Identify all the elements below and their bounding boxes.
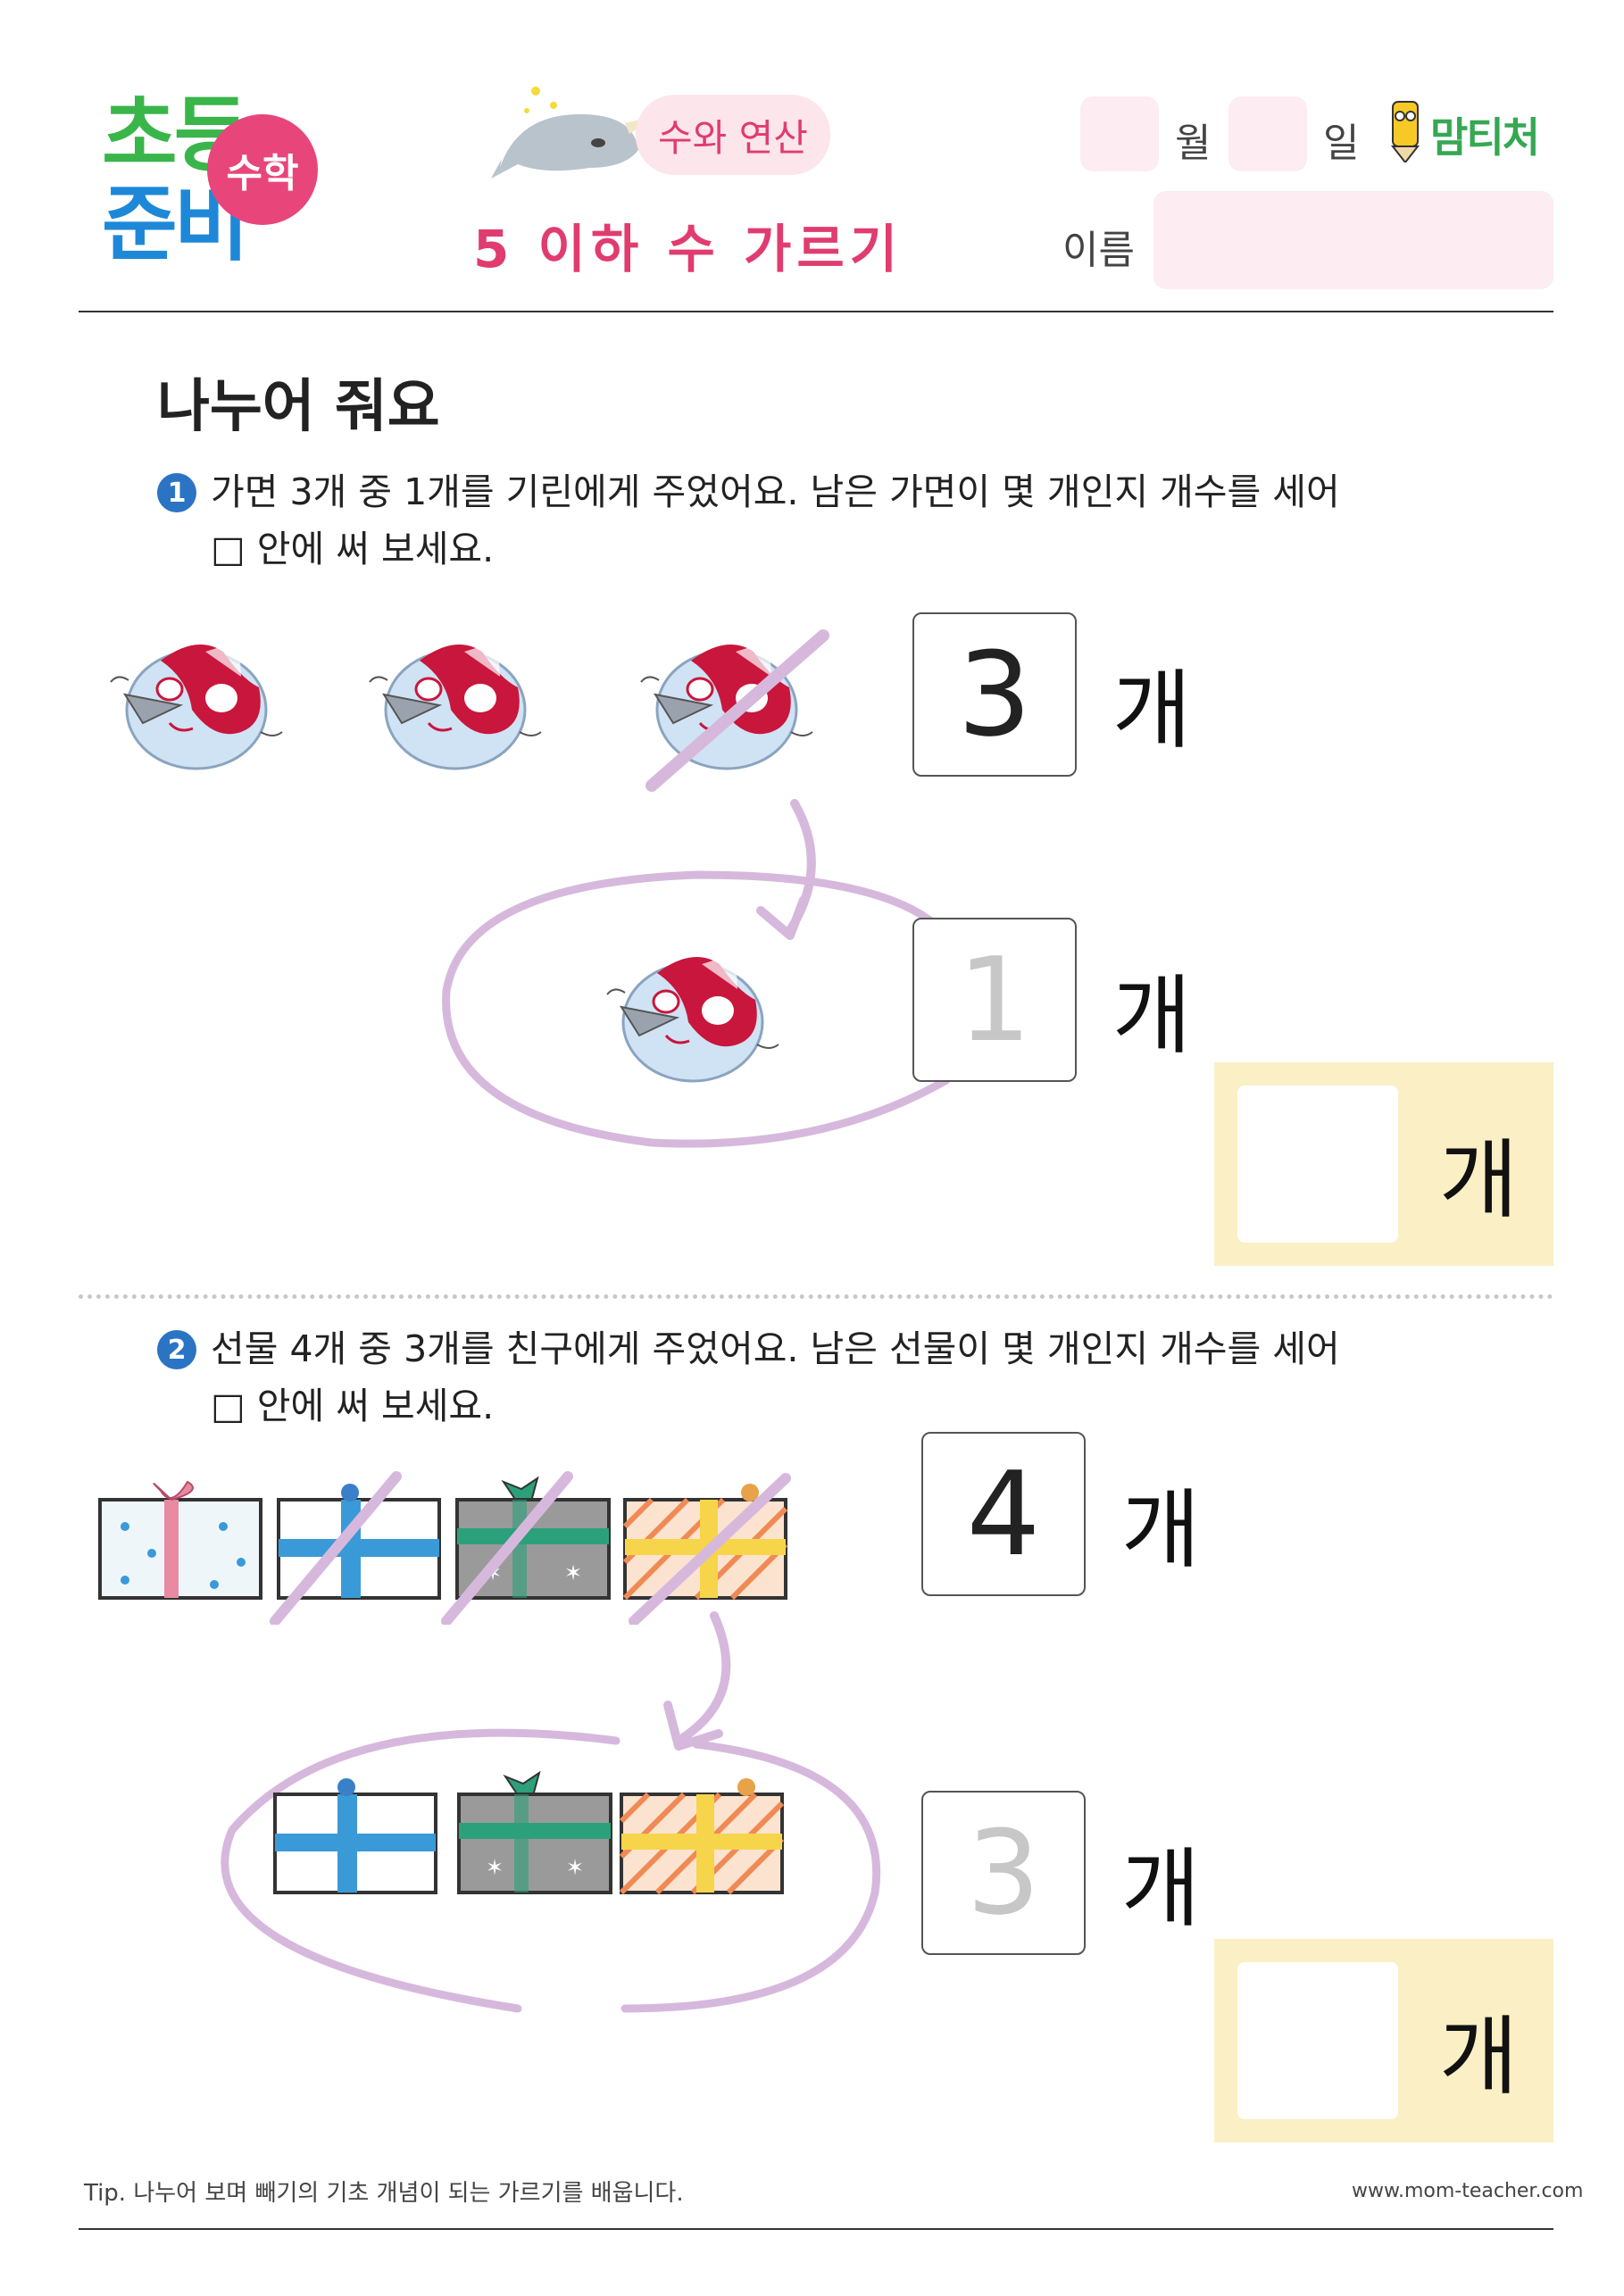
gift-group-given bbox=[273, 1771, 804, 1901]
name-field[interactable] bbox=[1153, 191, 1553, 289]
gift-pink bbox=[98, 1480, 262, 1600]
gift-group-total: ✶ ✶ bbox=[98, 1471, 791, 1625]
brand-logo: 맘티처 bbox=[1386, 95, 1555, 166]
footer-tip: Tip. 나누어 보며 빼기의 기초 개념이 되는 가르기를 배웁니다. bbox=[84, 2180, 684, 2207]
footer-site: www.mom-teacher.com bbox=[1352, 2180, 1584, 2202]
mask-given bbox=[605, 952, 780, 1083]
question-1-given-unit: 개 bbox=[1112, 966, 1192, 1066]
question-2-total-box: 4 bbox=[921, 1432, 1086, 1596]
day-label: 일 bbox=[1323, 121, 1360, 166]
name-label: 이름 bbox=[1062, 228, 1135, 273]
strike-line bbox=[645, 629, 829, 792]
page-subtitle: 5 이하 수 가르기 bbox=[473, 219, 904, 279]
question-1-line2: □ 안에 써 보세요. bbox=[211, 528, 495, 570]
question-2-answer-box[interactable] bbox=[1237, 1962, 1398, 2119]
header-divider bbox=[79, 311, 1553, 312]
category-pill: 수와 연산 bbox=[636, 95, 830, 175]
question-2-total-unit: 개 bbox=[1121, 1480, 1201, 1580]
question-2-number: 2 bbox=[157, 1330, 196, 1369]
narwhal-illustration bbox=[491, 87, 661, 179]
mask-2 bbox=[368, 639, 543, 770]
question-1-line1: 가면 3개 중 1개를 기린에게 주었어요. 남은 가면이 몇 개인지 개수를 … bbox=[211, 470, 1340, 513]
section-title: 나누어 줘요 bbox=[157, 374, 440, 440]
month-label: 월 bbox=[1175, 121, 1212, 166]
question-2-given-box: 3 bbox=[921, 1791, 1086, 1955]
question-2-line1: 선물 4개 중 3개를 친구에게 주었어요. 남은 선물이 몇 개인지 개수를 … bbox=[211, 1327, 1340, 1370]
mask-group-total bbox=[109, 629, 829, 792]
question-1-answer-box[interactable] bbox=[1237, 1086, 1398, 1243]
question-1-number: 1 bbox=[157, 473, 196, 512]
question-1-answer-panel: 개 bbox=[1214, 1062, 1553, 1266]
question-1-total-unit: 개 bbox=[1112, 661, 1192, 761]
logo-badge: 수학 bbox=[207, 114, 318, 225]
month-field[interactable] bbox=[1080, 96, 1159, 171]
question-1-given-box: 1 bbox=[912, 918, 1077, 1082]
pencil-mascot-icon bbox=[1390, 101, 1420, 162]
logo: 초등 준비 수학 bbox=[95, 95, 318, 293]
question-2-line2: □ 안에 써 보세요. bbox=[211, 1385, 495, 1427]
day-field[interactable] bbox=[1228, 96, 1307, 171]
question-1-answer-unit: 개 bbox=[1439, 1130, 1519, 1230]
question-1-total-box: 3 bbox=[912, 612, 1077, 777]
footer-divider bbox=[79, 2228, 1553, 2230]
question-2-given-unit: 개 bbox=[1121, 1839, 1201, 1939]
question-separator bbox=[79, 1294, 1553, 1299]
brand-name: 맘티처 bbox=[1430, 113, 1540, 162]
question-2-answer-panel: 개 bbox=[1214, 1939, 1553, 2142]
question-2-give-circle bbox=[221, 1611, 881, 2013]
question-2-answer-unit: 개 bbox=[1439, 2007, 1519, 2107]
mask-1 bbox=[109, 639, 284, 770]
